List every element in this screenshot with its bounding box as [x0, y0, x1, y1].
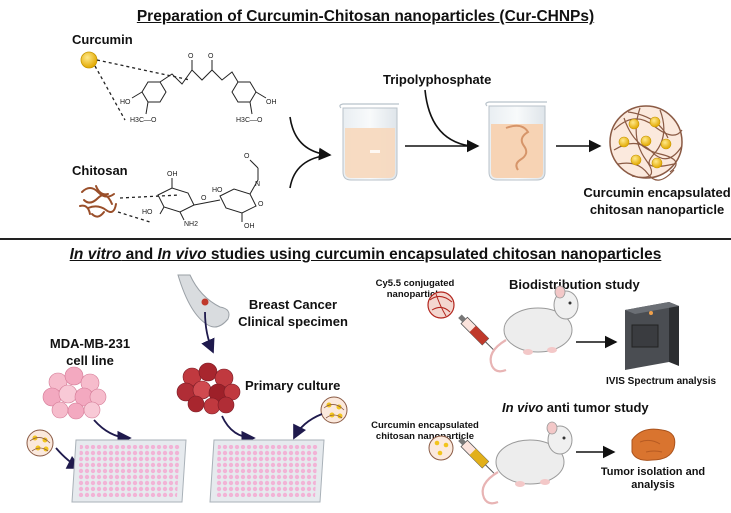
- svg-text:NH2: NH2: [184, 221, 198, 228]
- curcumin-structure: [131, 60, 267, 115]
- well-plate-1: [71, 439, 187, 503]
- svg-text:H3C—O: H3C—O: [236, 117, 263, 124]
- mda-mb-231-cells: [42, 366, 107, 420]
- mouse-2: [481, 421, 573, 505]
- svg-text:N: N: [255, 181, 260, 188]
- curcumin-label: Curcumin: [72, 32, 133, 47]
- title-rest: studies using curcumin encapsulated chit…: [206, 246, 662, 263]
- svg-text:O: O: [258, 201, 264, 208]
- beaker-2: [485, 101, 547, 181]
- svg-text:H3C—O: H3C—O: [130, 117, 157, 124]
- section-title-preparation: Preparation of Curcumin-Chitosan nanopar…: [136, 8, 595, 25]
- tumor-icon: [631, 428, 676, 461]
- syringe-1: [458, 314, 495, 351]
- chitosan-label: Chitosan: [72, 163, 128, 178]
- svg-text:OH: OH: [266, 99, 277, 106]
- svg-text:HO: HO: [212, 187, 223, 194]
- cy55-nanoparticle-icon: [427, 291, 455, 319]
- curcumin-sphere: [80, 51, 98, 69]
- svg-text:O: O: [244, 153, 250, 160]
- ivis-machine-icon: [625, 302, 679, 370]
- biodistribution-label: Biodistribution study: [509, 277, 640, 292]
- section-divider: [0, 238, 731, 240]
- title-and: and: [121, 246, 158, 263]
- mouse-1: [489, 285, 579, 373]
- tripolyphosphate-label: Tripolyphosphate: [383, 72, 492, 87]
- curcumin-chitosan-nanoparticle: [609, 105, 683, 181]
- nanoparticle-icon-cellline: [26, 429, 54, 457]
- antitumor-label: In vivo anti tumor study: [502, 400, 649, 415]
- ivis-label: IVIS Spectrum analysis: [606, 376, 717, 387]
- svg-text:OH: OH: [244, 223, 255, 230]
- svg-text:HO: HO: [120, 99, 131, 106]
- well-plate-2: [209, 439, 325, 503]
- chitosan-fibers: [79, 185, 117, 218]
- syringe-2: [458, 437, 495, 474]
- primary-culture-label: Primary culture: [245, 378, 341, 393]
- svg-text:O: O: [188, 53, 194, 60]
- svg-text:O: O: [201, 195, 207, 202]
- svg-text:O: O: [208, 53, 214, 60]
- title-in-vitro: In vitro: [69, 246, 122, 263]
- nanoparticle-icon-primary: [320, 396, 348, 424]
- section-title-studies: In vitro and In vivo studies using curcu…: [0, 246, 731, 264]
- breast-specimen-icon: [177, 274, 230, 328]
- svg-text:OH: OH: [167, 171, 178, 178]
- beaker-1: [339, 103, 399, 181]
- title-in-vivo: In vivo: [157, 246, 207, 263]
- primary-culture-cells: [176, 362, 241, 415]
- svg-text:HO: HO: [142, 209, 153, 216]
- cur-nanoparticle-icon: [428, 435, 454, 461]
- chitosan-structure: [157, 159, 259, 222]
